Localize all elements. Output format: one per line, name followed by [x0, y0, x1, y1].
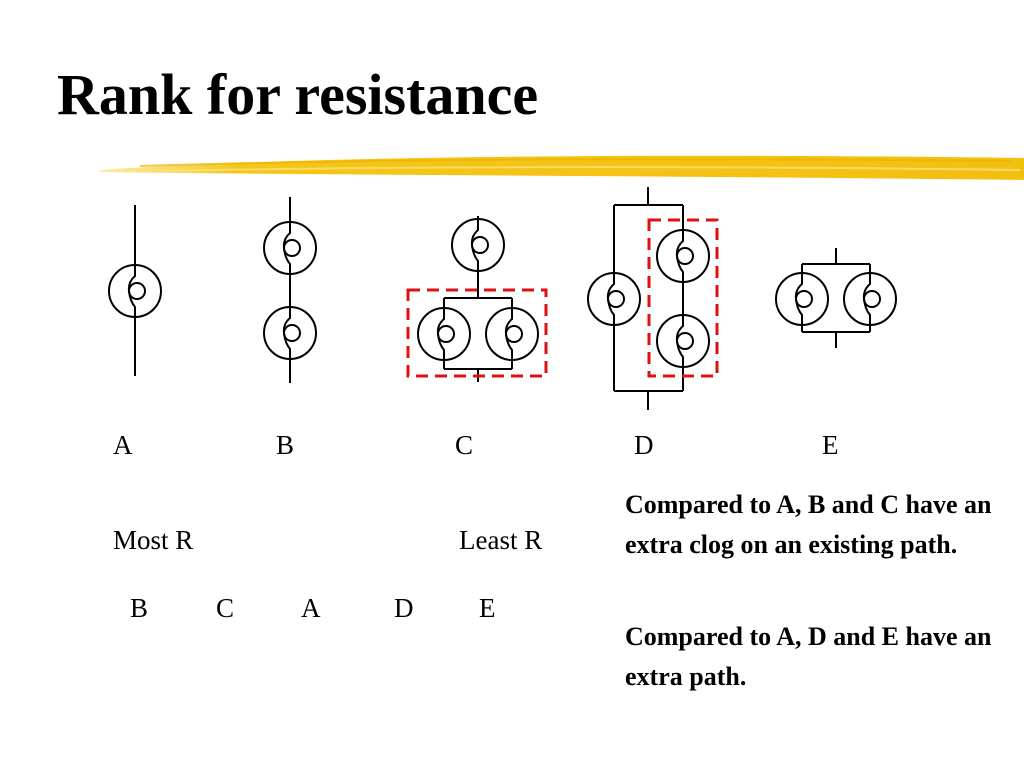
- rank-item: C: [216, 593, 235, 623]
- circuit-label-a: A: [113, 430, 133, 460]
- bulb-icon: [263, 306, 317, 360]
- rank-item: E: [479, 593, 496, 623]
- bulb-icon: [451, 218, 505, 272]
- rank-item: A: [301, 593, 321, 623]
- most-r-label: Most R: [113, 525, 194, 555]
- bulb-icon: [108, 264, 162, 318]
- circuit-label-b: B: [276, 430, 295, 460]
- slide-title: Rank for resistance: [57, 62, 539, 127]
- bulb-icon: [656, 314, 710, 368]
- circuit-label-e: E: [822, 430, 839, 460]
- least-r-label: Least R: [459, 525, 543, 555]
- bulb-icon: [656, 229, 710, 283]
- circuit-c: [406, 216, 548, 382]
- bulb-icon: [587, 272, 641, 326]
- bulb-icon: [263, 221, 317, 275]
- circuit-e: [775, 248, 897, 348]
- bulb-icon: [775, 272, 829, 326]
- bulb-icon: [485, 307, 539, 361]
- bulb-icon: [843, 272, 897, 326]
- bulb-icon: [417, 307, 471, 361]
- circuit-d: [587, 187, 719, 410]
- explanation-note: Compared to A, D and E have an extra pat…: [625, 622, 992, 691]
- rank-item: B: [130, 593, 149, 623]
- title-underline-brush: [100, 155, 1024, 180]
- rank-item: D: [394, 593, 414, 623]
- highlight-box: [647, 218, 719, 378]
- highlight-box: [406, 288, 548, 378]
- explanation-note: Compared to A, B and C have an extra clo…: [625, 490, 992, 559]
- circuit-label-d: D: [634, 430, 654, 460]
- circuits-diagram: [108, 187, 897, 410]
- circuit-b: [263, 197, 317, 383]
- circuit-label-c: C: [455, 430, 474, 460]
- circuit-a: [108, 205, 162, 376]
